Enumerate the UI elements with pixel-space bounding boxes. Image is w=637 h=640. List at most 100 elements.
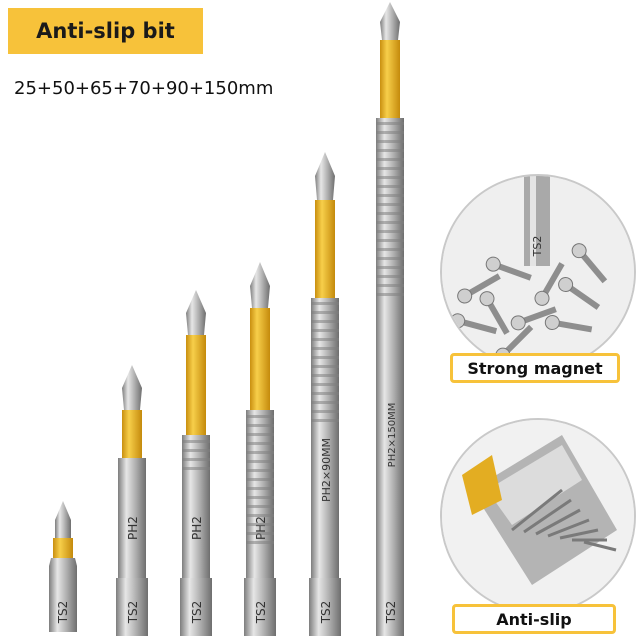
bit-groove bbox=[246, 415, 274, 418]
bit-shank-label: TS2 bbox=[126, 601, 140, 625]
bit-body bbox=[311, 298, 339, 578]
bit-groove bbox=[376, 257, 404, 260]
rib bbox=[547, 518, 590, 538]
bit-groove bbox=[376, 185, 404, 188]
bit-body-label: PH2 bbox=[254, 516, 268, 540]
bit-shank-label: TS2 bbox=[384, 601, 398, 625]
bit-groove bbox=[376, 293, 404, 296]
rib bbox=[559, 528, 599, 540]
bit-groove bbox=[311, 338, 339, 341]
bit-shank-label: TS2 bbox=[319, 601, 333, 625]
bit-shank-label: TS2 bbox=[190, 601, 204, 625]
bit-groove bbox=[376, 275, 404, 278]
screw bbox=[571, 243, 608, 284]
bit-groove bbox=[376, 194, 404, 197]
bit-tip bbox=[122, 365, 142, 410]
bit-groove bbox=[246, 532, 274, 535]
bit-groove bbox=[311, 401, 339, 404]
bit-groove bbox=[376, 239, 404, 242]
bit-groove bbox=[246, 478, 274, 481]
bit-groove bbox=[376, 131, 404, 134]
bit-groove bbox=[246, 433, 274, 436]
screw bbox=[485, 256, 532, 281]
bit-groove bbox=[246, 442, 274, 445]
bit-groove bbox=[182, 440, 210, 443]
bit-sleeve bbox=[315, 200, 335, 298]
bit-65: PH2 TS2 bbox=[180, 290, 212, 636]
bit-groove bbox=[376, 167, 404, 170]
magnet-closeup: TS2 bbox=[440, 174, 636, 370]
bit-body bbox=[246, 410, 274, 578]
size-list: 25+50+65+70+90+150mm bbox=[14, 78, 274, 99]
magnet-screws-closeup-icon: TS2 bbox=[442, 176, 634, 368]
bit-sleeve bbox=[53, 538, 73, 558]
bit-shank bbox=[116, 578, 148, 636]
bit-body bbox=[182, 435, 210, 578]
rib bbox=[535, 508, 581, 536]
bit-body-label: PH2×150MM bbox=[387, 403, 398, 468]
bit-groove bbox=[376, 230, 404, 233]
bit-groove bbox=[376, 176, 404, 179]
bit-tip bbox=[186, 290, 206, 335]
bit-groove bbox=[376, 266, 404, 269]
bit-groove bbox=[246, 469, 274, 472]
bit-groove bbox=[376, 203, 404, 206]
bit-shank bbox=[180, 578, 212, 636]
bit-groove bbox=[376, 284, 404, 287]
bit-tip bbox=[250, 262, 270, 308]
bit-groove bbox=[246, 514, 274, 517]
rib bbox=[511, 488, 563, 532]
bit-body bbox=[118, 458, 146, 578]
strong-magnet-label: Strong magnet bbox=[450, 353, 620, 383]
bit-groove bbox=[311, 347, 339, 350]
bit-groove bbox=[182, 458, 210, 461]
title-badge: Anti-slip bit bbox=[8, 8, 203, 54]
bit-groove bbox=[311, 329, 339, 332]
bit-tip bbox=[55, 501, 71, 538]
bit-groove bbox=[311, 356, 339, 359]
bit-shank bbox=[244, 578, 276, 636]
bit-groove bbox=[182, 449, 210, 452]
bit-groove bbox=[311, 410, 339, 413]
bit-sleeve bbox=[122, 410, 142, 458]
bit-groove bbox=[246, 496, 274, 499]
bit-50: PH2 TS2 bbox=[116, 365, 148, 636]
bit-groove bbox=[311, 365, 339, 368]
bit-groove bbox=[376, 122, 404, 125]
bit-150: PH2×150MM TS2 bbox=[376, 2, 404, 636]
bit-groove bbox=[311, 311, 339, 314]
antislip-closeup bbox=[440, 418, 636, 614]
bit-25: TS2 bbox=[49, 501, 77, 632]
bit-shank-label: TS2 bbox=[56, 601, 70, 625]
screw bbox=[457, 273, 501, 304]
bit-groove bbox=[376, 149, 404, 152]
rib bbox=[523, 498, 572, 534]
bit-sleeve bbox=[186, 335, 206, 435]
screw bbox=[544, 315, 593, 333]
bit-groove bbox=[246, 460, 274, 463]
bit-groove bbox=[246, 541, 274, 544]
screw bbox=[479, 291, 510, 335]
bit-groove bbox=[311, 302, 339, 305]
bit-90: PH2×90MM TS2 bbox=[309, 152, 341, 636]
bit-groove bbox=[311, 320, 339, 323]
screw bbox=[510, 306, 557, 331]
bit-groove bbox=[246, 505, 274, 508]
bit-tip bbox=[315, 152, 335, 200]
page-title: Anti-slip bit bbox=[36, 19, 175, 43]
screw bbox=[534, 262, 565, 306]
bit-body-label: PH2×90MM bbox=[320, 438, 333, 502]
bit-tip bbox=[380, 2, 400, 40]
bit-groove bbox=[376, 221, 404, 224]
bit-body-label: PH2 bbox=[126, 516, 140, 540]
bit-sleeve bbox=[250, 308, 270, 410]
bit-groove bbox=[311, 419, 339, 422]
rib bbox=[583, 540, 617, 552]
bit-groove bbox=[246, 523, 274, 526]
bit-groove bbox=[246, 487, 274, 490]
anti-slip-label: Anti-slip bbox=[452, 604, 616, 634]
bit-groove bbox=[376, 140, 404, 143]
bit-shank bbox=[376, 578, 404, 636]
bit-tip-closeup-icon bbox=[442, 420, 634, 612]
bit-shank bbox=[309, 578, 341, 636]
